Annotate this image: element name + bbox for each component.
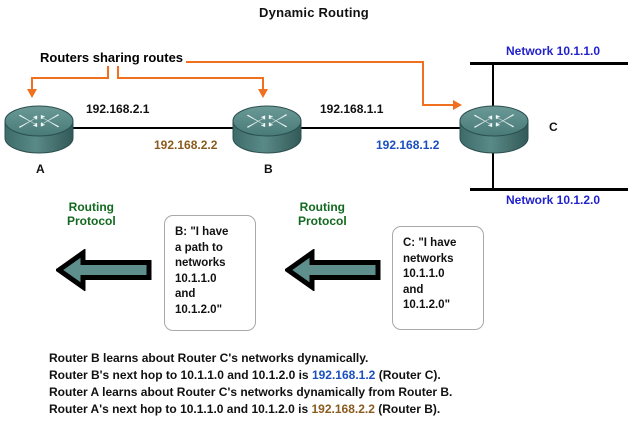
ip-label-192-168-1-2: 192.168.1.2 bbox=[376, 138, 440, 152]
link-b-to-c bbox=[288, 127, 478, 129]
router-icon bbox=[4, 105, 74, 154]
explanation-line-4-suffix: (Router B). bbox=[374, 402, 441, 416]
explanation-line-2-suffix: (Router C). bbox=[375, 368, 441, 382]
router-b-label: B bbox=[264, 162, 273, 176]
network-bar-bottom bbox=[470, 188, 628, 191]
network-label-top: Network 10.1.1.0 bbox=[506, 44, 601, 58]
routing-protocol-left-line1: Routing bbox=[68, 200, 114, 214]
page-title: Dynamic Routing bbox=[259, 5, 369, 20]
router-c-message-line-3: 10.1.1.0 bbox=[403, 268, 445, 280]
routing-update-arrow-left bbox=[56, 249, 152, 291]
ip-label-192-168-1-1: 192.168.1.1 bbox=[320, 102, 384, 116]
router-c-message-line-1: C: "I have bbox=[403, 237, 457, 249]
router-b-message-line-3: networks bbox=[175, 257, 226, 269]
router-b-message-line-5: and bbox=[175, 288, 196, 300]
router-icon bbox=[459, 105, 529, 154]
router-b-message-line-2: a path to bbox=[175, 241, 223, 254]
annotation-line-to-b bbox=[117, 77, 264, 79]
routing-protocol-right-line2: Protocol bbox=[298, 214, 347, 228]
routing-update-arrow-right bbox=[285, 249, 381, 291]
annotation-line-stub-b bbox=[117, 66, 119, 78]
explanation-line-1: Router B learns about Router C's network… bbox=[49, 351, 369, 365]
network-stub-top bbox=[492, 62, 494, 108]
router-a[interactable] bbox=[3, 100, 75, 156]
router-b-message-box: B: "I have a path to networks 10.1.1.0 a… bbox=[164, 215, 256, 331]
link-a-to-b bbox=[60, 127, 250, 129]
router-c-message-line-4: and bbox=[403, 283, 424, 296]
network-label-bottom: Network 10.1.2.0 bbox=[506, 193, 601, 207]
router-b-message-line-1: B: "I have bbox=[175, 226, 229, 238]
annotation-line-to-a bbox=[31, 77, 109, 79]
router-a-label: A bbox=[36, 162, 45, 176]
router-b[interactable] bbox=[231, 100, 303, 156]
routing-protocol-label-right: Routing Protocol bbox=[298, 200, 347, 228]
routing-protocol-label-left: Routing Protocol bbox=[67, 200, 116, 228]
annotation-line-drop-c bbox=[422, 61, 424, 106]
annotation-line-drop-a bbox=[31, 77, 33, 90]
explanation-text: Router B learns about Router C's network… bbox=[49, 350, 452, 418]
annotation-line-top-right bbox=[186, 61, 424, 63]
router-c-message-box: C: "I have networks 10.1.1.0 and 10.1.2.… bbox=[392, 226, 484, 330]
explanation-line-4-prefix: Router A's next hop to 10.1.1.0 and 10.1… bbox=[49, 402, 312, 416]
annotation-arrow-into-c bbox=[453, 100, 462, 110]
explanation-line-3: Router A learns about Router C's network… bbox=[49, 385, 453, 399]
router-c-message-line-2: networks bbox=[403, 252, 454, 265]
explanation-line-4: Router A's next hop to 10.1.1.0 and 10.1… bbox=[49, 401, 452, 418]
router-c-label: C bbox=[549, 120, 558, 134]
annotation-line-into-c bbox=[422, 104, 454, 106]
ip-label-192-168-2-1: 192.168.2.1 bbox=[86, 102, 150, 116]
annotation-arrow-into-a bbox=[27, 89, 37, 98]
routing-protocol-right-line1: Routing bbox=[299, 200, 345, 214]
ip-label-192-168-2-2: 192.168.2.2 bbox=[154, 138, 218, 152]
annotation-arrow-into-b bbox=[258, 89, 268, 98]
router-b-message-line-6: 10.1.2.0" bbox=[175, 303, 223, 316]
explanation-line-2-prefix: Router B's next hop to 10.1.1.0 and 10.1… bbox=[49, 368, 312, 382]
router-c[interactable] bbox=[458, 100, 530, 156]
annotation-line-stub-a bbox=[107, 66, 109, 78]
explanation-line-2-ip: 192.168.1.2 bbox=[311, 368, 376, 382]
routers-sharing-routes-label: Routers sharing routes bbox=[40, 50, 184, 65]
explanation-line-2: Router B's next hop to 10.1.1.0 and 10.1… bbox=[49, 367, 452, 384]
explanation-line-4-ip: 192.168.2.2 bbox=[311, 402, 375, 416]
routing-protocol-left-line2: Protocol bbox=[67, 214, 116, 228]
router-icon bbox=[232, 105, 302, 154]
network-bar-top bbox=[470, 62, 628, 65]
annotation-line-drop-b bbox=[262, 77, 264, 90]
router-b-message-line-4: 10.1.1.0 bbox=[175, 272, 217, 285]
network-stub-bottom bbox=[492, 148, 494, 190]
router-c-message-line-5: 10.1.2.0" bbox=[403, 299, 451, 311]
